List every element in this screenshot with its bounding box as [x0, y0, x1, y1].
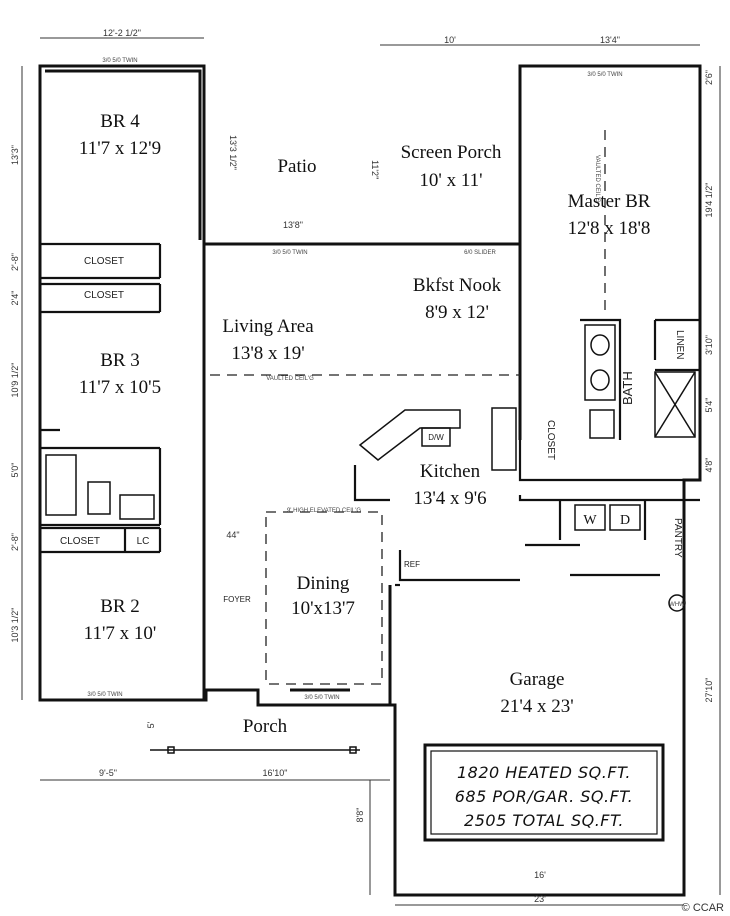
dim-garage-23: 23': [534, 894, 546, 904]
dashed-lines: [210, 130, 606, 685]
window-br4-label: 3/0 5/0 TWIN: [102, 58, 137, 64]
bath-label: BATH: [620, 371, 635, 405]
br3-name: BR 3: [100, 350, 140, 371]
window-master-label: 3/0 5/0 TWIN: [587, 72, 622, 78]
bkfst-name: Bkfst Nook: [413, 275, 502, 296]
dim-left-2-4: 2'4": [10, 291, 20, 306]
kitchen-name: Kitchen: [420, 461, 481, 482]
dim-left-br2: 10'3 1/2": [10, 608, 20, 643]
kitchen-size: 13'4 x 9'6: [413, 488, 486, 509]
dim-right-garage: 27'10": [704, 678, 714, 703]
garage-size: 21'4 x 23': [500, 696, 573, 717]
dryer-label: D: [620, 513, 630, 528]
dw-label: D/W: [428, 433, 444, 442]
screen-porch-size: 10' x 11': [419, 170, 482, 191]
windows: [38, 64, 640, 702]
patio-height-label: 13'3 1/2": [228, 135, 238, 170]
fixtures: [45, 324, 696, 612]
dining-ceiling-label: 9' HIGH ELEVATED CEIL'G: [287, 508, 361, 514]
dim-left-br3: 10'9 1/2": [10, 363, 20, 398]
patio-width-label: 13'8": [283, 220, 303, 230]
screen-porch-name: Screen Porch: [401, 142, 502, 163]
br2-name: BR 2: [100, 596, 140, 617]
lc-label: LC: [137, 536, 150, 547]
dim-porch-5: 5': [146, 721, 156, 728]
closet-br3-label: CLOSET: [84, 290, 124, 301]
living-name: Living Area: [222, 316, 314, 337]
dim-right-top: 2'6": [704, 70, 714, 85]
ref-label: REF: [404, 560, 420, 569]
dimension-lines: [21, 37, 721, 906]
dining-size: 10'x13'7: [291, 598, 355, 619]
total-por-gar: 685 POR/GAR. SQ.FT.: [455, 787, 634, 806]
master-size: 12'8 x 18'8: [568, 218, 651, 239]
foyer-label: FOYER: [223, 595, 251, 604]
closet-br2-label: CLOSET: [60, 536, 100, 547]
dim-top-left: 12'-2 1/2": [103, 28, 141, 38]
dim-dining-44: 44": [226, 530, 239, 540]
vaulted-living-label: VAULTED CEIL'G: [266, 376, 314, 382]
dim-top-right: 13'4": [600, 35, 620, 45]
porch-posts: [150, 746, 360, 754]
total-heated: 1820 HEATED SQ.FT.: [457, 763, 631, 782]
closet-master-label: CLOSET: [545, 420, 556, 460]
dim-left-5-0: 5'0": [10, 463, 20, 478]
dim-right-linen: 3'10": [704, 335, 714, 355]
patio-depth-label: 11'2": [370, 160, 380, 179]
master-name: Master BR: [568, 191, 651, 212]
dim-garage-16: 16': [534, 870, 546, 880]
porch-name: Porch: [243, 716, 288, 737]
dim-left-2-8b: 2'-8": [10, 533, 20, 551]
total-sqft: 2505 TOTAL SQ.FT.: [464, 811, 624, 830]
br2-size: 11'7 x 10': [84, 623, 157, 644]
dim-top-mid: 10': [444, 35, 456, 45]
linen-label: LINEN: [674, 330, 685, 359]
window-patio-label: 3/0 5/0 TWIN: [272, 250, 307, 256]
garage-name: Garage: [510, 669, 565, 690]
br3-size: 11'7 x 10'5: [79, 377, 161, 398]
dim-right-master: 19'4 1/2": [704, 183, 714, 218]
dim-right-4: 4'8": [704, 458, 714, 473]
whw-label: WHW: [669, 602, 685, 608]
outer-walls: [38, 64, 702, 897]
credit-text: © CCAR: [681, 902, 724, 914]
br4-size: 11'7 x 12'9: [79, 138, 161, 159]
dim-garage-8-8: 8'8": [355, 808, 365, 823]
interior-walls: [40, 242, 700, 587]
pantry-label: PANTRY: [672, 518, 683, 558]
washer-label: W: [583, 513, 597, 528]
dim-bottom-mid: 16'10": [263, 768, 288, 778]
dim-left-2-8a: 2'-8": [10, 253, 20, 271]
bkfst-size: 8'9 x 12': [425, 302, 489, 323]
dim-bottom-left: 9'-5": [99, 768, 117, 778]
living-size: 13'8 x 19': [231, 343, 304, 364]
dining-name: Dining: [297, 573, 350, 594]
window-dining-label: 3/0 5/0 TWIN: [304, 695, 339, 701]
dim-right-bath: 5'4": [704, 398, 714, 413]
br4-name: BR 4: [100, 111, 140, 132]
vaulted-master-label: VAULTED CEIL'G: [594, 155, 600, 203]
square-footage-box: [423, 743, 665, 842]
closet-br4-label: CLOSET: [84, 256, 124, 267]
dim-left-br4: 13'3": [10, 145, 20, 165]
window-br2-label: 3/0 5/0 TWIN: [87, 692, 122, 698]
slider-label: 6/0 SLIDER: [464, 250, 496, 256]
patio-name: Patio: [277, 156, 316, 177]
